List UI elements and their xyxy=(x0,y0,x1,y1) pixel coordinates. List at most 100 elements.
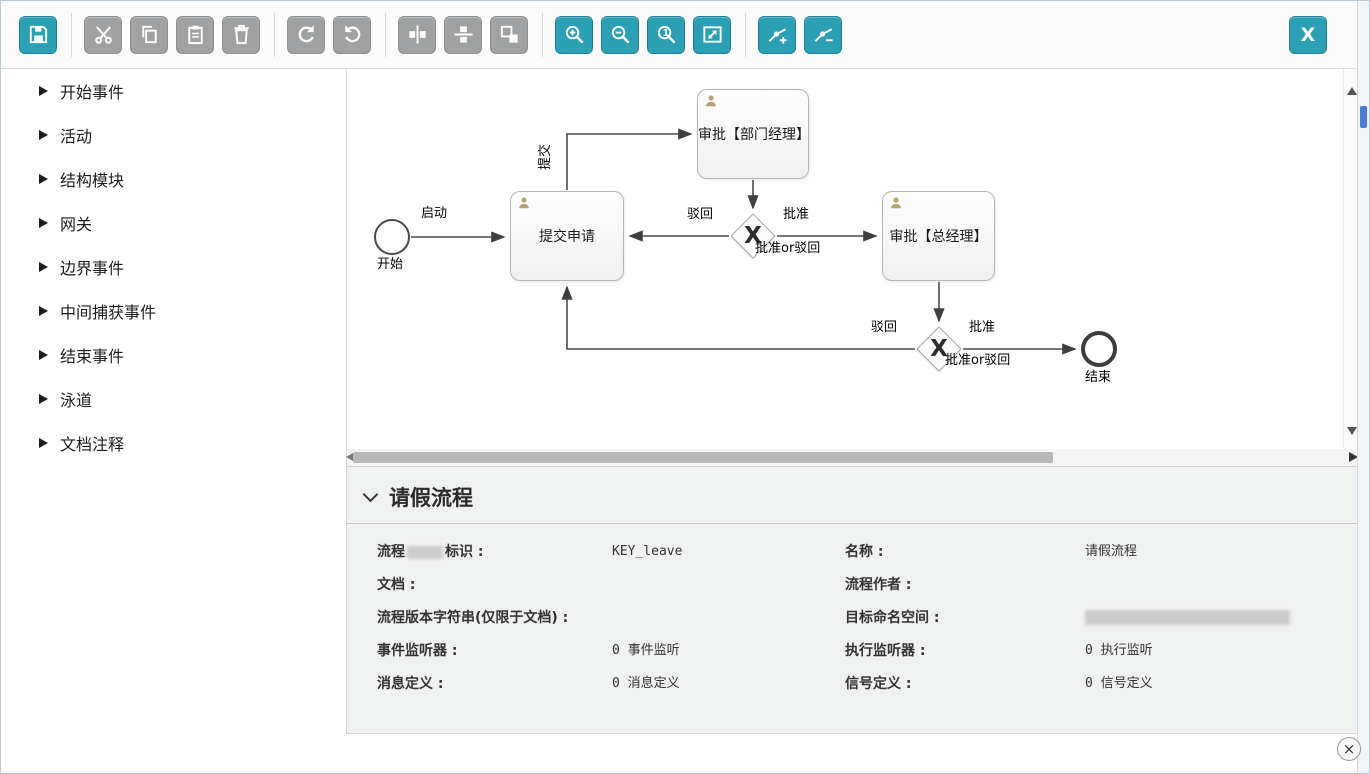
same-size-icon xyxy=(498,23,521,46)
documentation-field: 文档 : xyxy=(377,575,845,595)
undo-button[interactable] xyxy=(333,15,371,54)
same-size-button[interactable] xyxy=(490,15,528,54)
zoom-out-icon xyxy=(609,23,632,46)
flow-label-approve-2: 批准 xyxy=(969,320,996,335)
scroll-left-icon[interactable] xyxy=(346,453,353,461)
svg-text:1: 1 xyxy=(662,28,669,39)
browser-scrollbar-thumb[interactable] xyxy=(1360,106,1367,128)
align-vertical-button[interactable] xyxy=(398,15,436,54)
start-event-node[interactable] xyxy=(374,219,410,255)
align-horizontal-button[interactable] xyxy=(444,15,482,54)
paste-button[interactable] xyxy=(176,15,214,54)
redo-icon xyxy=(295,23,318,46)
properties-header[interactable]: 请假流程 xyxy=(347,467,1359,524)
message-definitions-value[interactable]: 0 消息定义 xyxy=(612,676,680,691)
process-author-label: 流程作者 : xyxy=(845,577,912,593)
chevron-right-icon xyxy=(39,86,48,96)
zoom-in-icon xyxy=(563,23,586,46)
sidebar-item-label: 中间捕获事件 xyxy=(60,303,157,322)
undo-icon xyxy=(341,23,364,46)
event-listeners-field: 事件监听器 : 0 事件监听 xyxy=(377,641,845,661)
redo-button[interactable] xyxy=(287,15,325,54)
sidebar-item-label: 泳道 xyxy=(60,391,93,410)
add-bendpoint-button[interactable] xyxy=(758,15,796,54)
execution-listeners-label: 执行监听器 : xyxy=(845,643,926,659)
close-panel-button[interactable]: × xyxy=(1337,737,1361,761)
sidebar-item-end-events[interactable]: 结束事件 xyxy=(1,333,346,377)
name-value[interactable]: 请假流程 xyxy=(1085,544,1138,559)
task-dept-manager-node[interactable]: 审批【部门经理】 xyxy=(697,89,810,179)
exclusive-gateway-2-node[interactable]: X xyxy=(916,326,962,372)
chevron-down-icon xyxy=(362,486,379,502)
exclusive-gateway-1-node[interactable]: X xyxy=(730,213,776,259)
sidebar-item-intermediate-catching-events[interactable]: 中间捕获事件 xyxy=(1,289,346,333)
sidebar-item-structural[interactable]: 结构模块 xyxy=(1,157,346,201)
execution-listeners-value[interactable]: 0 执行监听 xyxy=(1085,643,1153,658)
save-button[interactable] xyxy=(19,15,57,54)
sidebar-item-annotations[interactable]: 文档注释 xyxy=(1,421,346,465)
chevron-right-icon xyxy=(39,350,48,360)
align-vertical-icon xyxy=(406,23,429,46)
process-key-label: 流程标识 : xyxy=(377,544,484,560)
zoom-actual-icon: 1 xyxy=(655,23,678,46)
zoom-actual-button[interactable]: 1 xyxy=(647,15,685,54)
horizontal-scroll-thumb[interactable] xyxy=(353,452,1053,463)
signal-definitions-value[interactable]: 0 信号定义 xyxy=(1085,676,1153,691)
properties-form: 流程标识 : KEY_leave 文档 : 流程版本字符串(仅限于文档) : 事… xyxy=(347,524,1359,707)
chevron-right-icon xyxy=(39,306,48,316)
chevron-right-icon xyxy=(39,218,48,228)
copy-button[interactable] xyxy=(130,15,168,54)
zoom-fit-button[interactable] xyxy=(693,15,731,54)
chevron-right-icon xyxy=(39,438,48,448)
palette-sidebar: 开始事件 活动 结构模块 网关 边界事件 中间捕获事件 结束事件 泳道 文档注释 xyxy=(1,69,346,773)
sidebar-item-boundary-events[interactable]: 边界事件 xyxy=(1,245,346,289)
cut-button[interactable] xyxy=(84,15,122,54)
chevron-right-icon xyxy=(39,174,48,184)
chevron-right-icon xyxy=(39,130,48,140)
process-key-value[interactable]: KEY_leave xyxy=(612,544,683,559)
paste-icon xyxy=(184,23,207,46)
message-definitions-label: 消息定义 : xyxy=(377,676,444,692)
scroll-right-icon[interactable] xyxy=(1349,452,1358,462)
remove-bendpoint-button[interactable] xyxy=(804,15,842,54)
event-listeners-value[interactable]: 0 事件监听 xyxy=(612,643,680,658)
sidebar-item-lanes[interactable]: 泳道 xyxy=(1,377,346,421)
canvas-vertical-scrollbar[interactable] xyxy=(1343,69,1359,449)
delete-button[interactable] xyxy=(222,15,260,54)
sequence-flows xyxy=(411,128,1077,355)
zoom-in-button[interactable] xyxy=(555,15,593,54)
zoom-out-button[interactable] xyxy=(601,15,639,54)
properties-panel: 请假流程 流程标识 : KEY_leave 文档 : 流程版本字符串(仅限于文档… xyxy=(346,466,1359,734)
flow-label-launch: 启动 xyxy=(421,206,448,221)
signal-definitions-field: 信号定义 : 0 信号定义 xyxy=(845,674,1345,694)
sidebar-item-label: 开始事件 xyxy=(60,83,125,102)
user-task-icon xyxy=(889,196,903,210)
sidebar-item-label: 文档注释 xyxy=(60,435,125,454)
canvas-horizontal-scrollbar[interactable] xyxy=(346,449,1359,466)
target-namespace-value[interactable] xyxy=(1085,608,1290,628)
align-horizontal-icon xyxy=(452,23,475,46)
redacted-text xyxy=(1085,610,1290,625)
copy-icon xyxy=(138,23,161,46)
flow-label-submit: 提交 xyxy=(538,143,553,170)
sidebar-item-activities[interactable]: 活动 xyxy=(1,113,346,157)
toolbar-separator xyxy=(385,12,386,57)
task-general-manager-node[interactable]: 审批【总经理】 xyxy=(882,191,995,281)
start-event-label: 开始 xyxy=(377,257,404,272)
close-editor-button[interactable]: X xyxy=(1289,15,1327,54)
scroll-down-icon[interactable] xyxy=(1347,427,1357,435)
name-field: 名称 : 请假流程 xyxy=(845,542,1345,562)
toolbar-separator xyxy=(745,12,746,57)
task-label: 审批【总经理】 xyxy=(889,229,988,245)
sidebar-item-label: 结构模块 xyxy=(60,171,125,190)
scroll-up-icon[interactable] xyxy=(1346,87,1357,95)
browser-scrollbar[interactable] xyxy=(1357,1,1369,773)
end-event-node[interactable] xyxy=(1081,331,1117,367)
task-submit-node[interactable]: 提交申请 xyxy=(510,191,624,281)
process-author-field: 流程作者 : xyxy=(845,575,1345,595)
sidebar-item-start-events[interactable]: 开始事件 xyxy=(1,69,346,113)
diagram-canvas[interactable]: 提交申请 审批【部门经理】 审批【总经理】 X X 开始 结束 启动 提交 驳回… xyxy=(346,69,1359,449)
target-namespace-field: 目标命名空间 : xyxy=(845,608,1345,628)
sidebar-item-gateways[interactable]: 网关 xyxy=(1,201,346,245)
documentation-label: 文档 : xyxy=(377,577,416,593)
